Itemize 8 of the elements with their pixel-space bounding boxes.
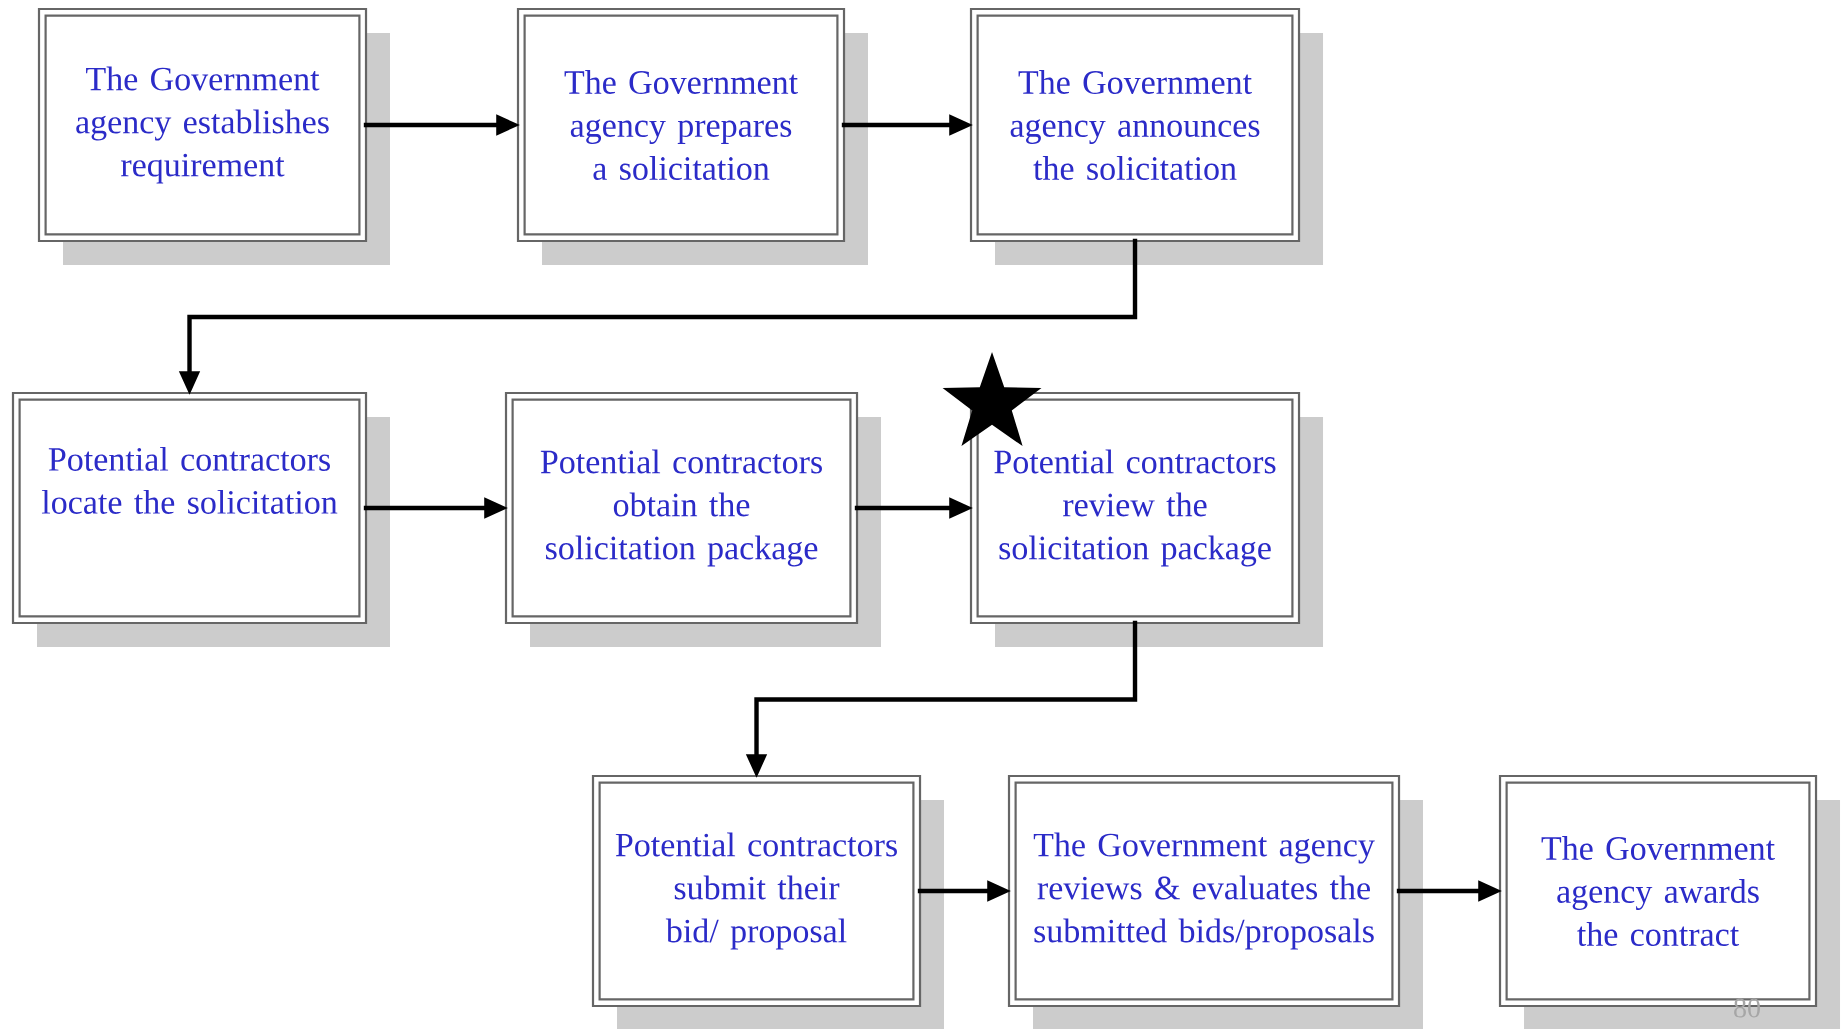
process-box: Potential contractors obtain the solicitation package (504, 391, 881, 647)
process-box: Potential contractors submit their bid/ proposal (591, 774, 944, 1029)
process-box: Potential contractors locate the solicitation (11, 391, 390, 647)
process-box: The Government agency announces the solicitation (969, 7, 1323, 265)
process-box: The Government agency prepares a solicitation (516, 7, 868, 265)
process-box: Potential contractors review the solicitation package (969, 391, 1323, 647)
process-box: The Government agency establishes requirement (37, 7, 390, 265)
process-box: The Government agency reviews & evaluates the submitted bids/proposals (1007, 774, 1423, 1029)
